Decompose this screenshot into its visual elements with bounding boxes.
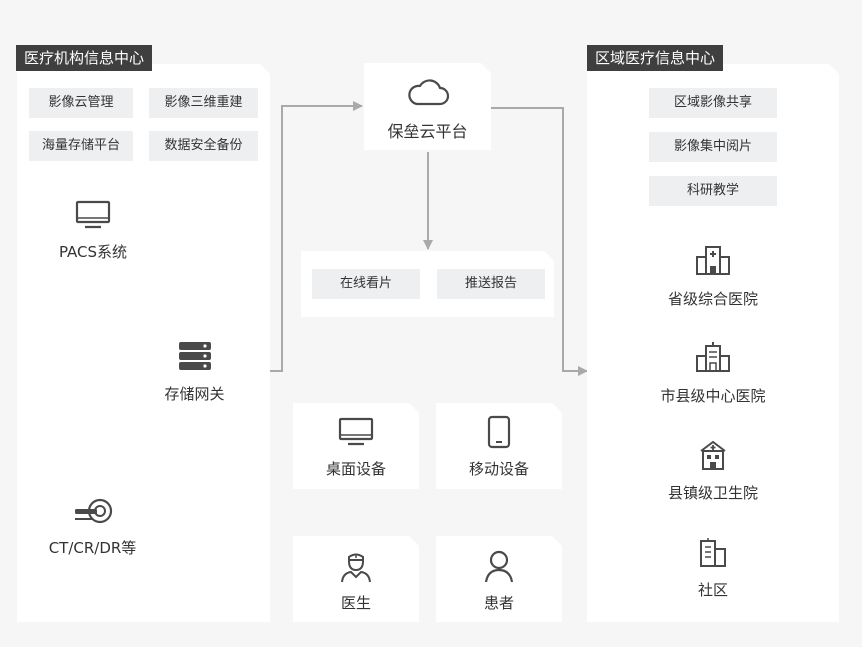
feature-research-teaching: 科研教学 <box>649 176 777 206</box>
desktop-device-label: 桌面设备 <box>325 460 386 478</box>
community-label: 社区 <box>697 581 728 599</box>
township-clinic-card: 县镇级卫生院 <box>638 426 788 512</box>
city-county-hospital-card: 市县级中心医院 <box>638 329 788 415</box>
medical-institution-title: 医疗机构信息中心 <box>16 45 153 71</box>
online-viewing-chip: 在线看片 <box>312 269 420 299</box>
modality-card: CT/CR/DR等 <box>29 481 156 567</box>
provincial-hospital-label: 省级综合医院 <box>667 290 758 308</box>
community-card: 社区 <box>638 523 788 609</box>
mobile-device-card: 移动设备 <box>436 403 562 489</box>
cloud-icon <box>364 77 491 107</box>
cloud-platform-card: 保垒云平台 <box>364 63 491 150</box>
modality-label: CT/CR/DR等 <box>48 539 137 557</box>
feature-data-backup: 数据安全备份 <box>149 131 258 161</box>
community-building-icon <box>638 537 788 567</box>
patient-label: 患者 <box>483 594 514 612</box>
storage-gateway-label: 存储网关 <box>164 385 225 403</box>
doctor-icon <box>293 549 419 583</box>
doctor-label: 医生 <box>340 594 371 612</box>
clinic-building-icon <box>638 439 788 471</box>
feature-mass-storage: 海量存储平台 <box>29 131 133 161</box>
desktop-device-card: 桌面设备 <box>293 403 419 489</box>
feature-3d-reconstruction: 影像三维重建 <box>149 88 258 118</box>
cloud-platform-label: 保垒云平台 <box>387 122 468 141</box>
city-county-hospital-label: 市县级中心医院 <box>660 387 766 405</box>
storage-gateway-card: 存储网关 <box>131 327 258 413</box>
cloud-to-region-arrow <box>491 107 588 376</box>
feature-regional-sharing: 区域影像共享 <box>649 88 777 118</box>
feature-image-cloud-mgmt: 影像云管理 <box>29 88 133 118</box>
desktop-icon <box>293 417 419 447</box>
person-icon <box>436 549 562 583</box>
pacs-system-card: PACS系统 <box>29 186 157 273</box>
patient-card: 患者 <box>436 536 562 622</box>
monitor-icon <box>29 200 157 230</box>
provincial-hospital-card: 省级综合医院 <box>638 232 788 318</box>
hospital-building-icon <box>638 245 788 275</box>
gateway-to-cloud-arrow <box>258 101 363 372</box>
server-icon <box>131 341 258 371</box>
pacs-system-label: PACS系统 <box>58 243 128 261</box>
doctor-card: 医生 <box>293 536 419 622</box>
hospital-building-icon <box>638 342 788 372</box>
township-clinic-label: 县镇级卫生院 <box>667 484 758 502</box>
ct-scanner-icon <box>29 497 156 527</box>
feature-centralized-reading: 影像集中阅片 <box>649 132 777 162</box>
regional-center-title: 区域医疗信息中心 <box>587 45 724 71</box>
mobile-device-label: 移动设备 <box>468 460 529 478</box>
mobile-phone-icon <box>436 415 562 449</box>
push-report-chip: 推送报告 <box>437 269 545 299</box>
